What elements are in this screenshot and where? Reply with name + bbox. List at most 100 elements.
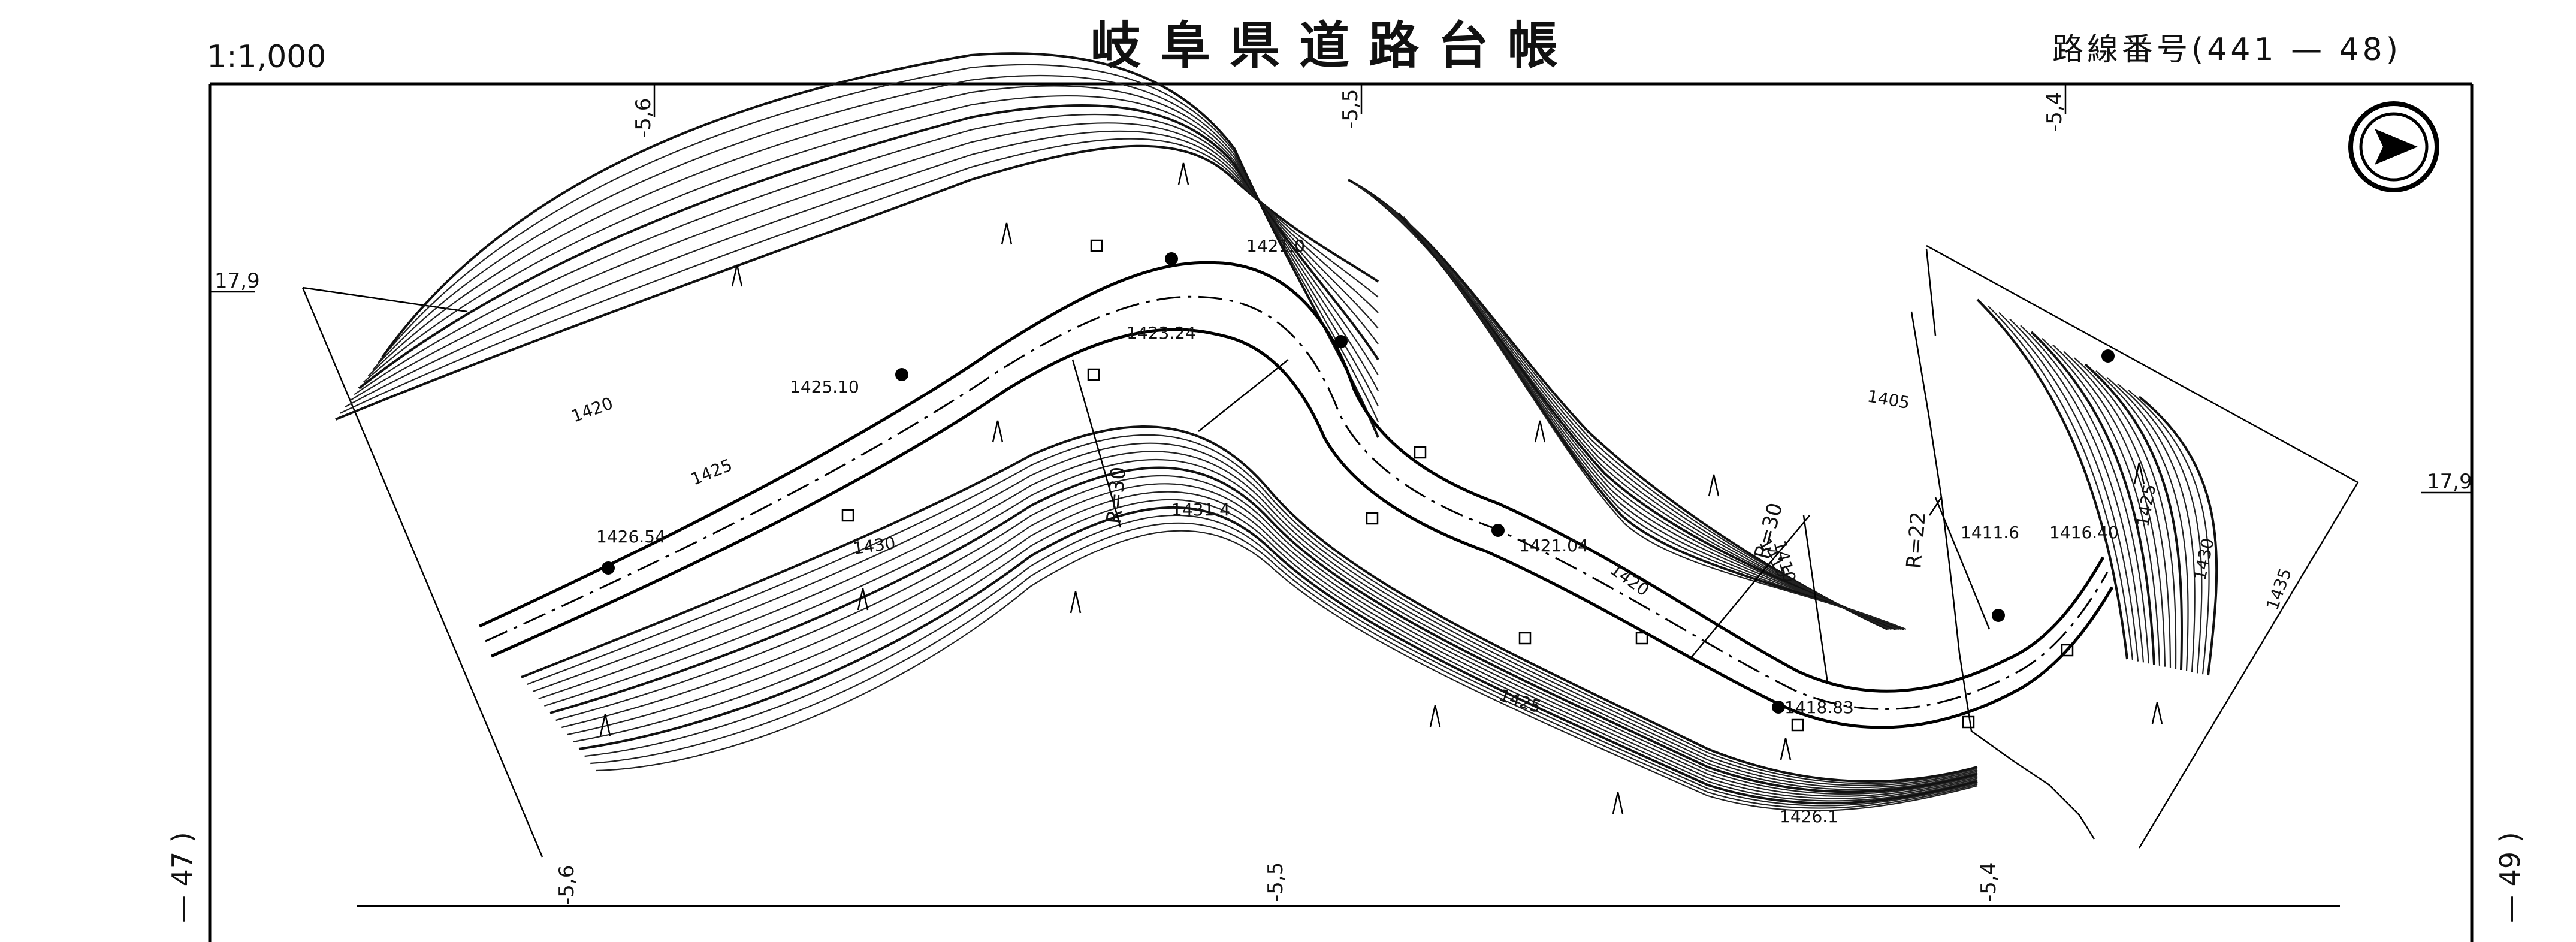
contour-line (363, 95, 1379, 383)
contour-line (2074, 357, 2177, 669)
facility-symbol (2061, 644, 2074, 657)
contour-lines (335, 52, 2218, 811)
contour-label: 1425 (688, 455, 735, 489)
contour-line (532, 442, 1978, 786)
contour-label: 1405 (1866, 386, 1911, 413)
grass-symbol (2133, 462, 2145, 485)
north-arrow-icon (2348, 101, 2439, 192)
contour-line (2117, 383, 2203, 674)
facility-symbol (1090, 239, 1103, 252)
grass-symbol (992, 420, 1004, 443)
contour-line (527, 434, 1978, 784)
contour-label: 1435 (2263, 566, 2296, 612)
grass-symbol (731, 264, 743, 287)
contour-label: 1420 (1606, 560, 1653, 600)
contour-line (1976, 298, 2128, 660)
contour-line (555, 475, 1978, 795)
contour-line (354, 113, 1379, 395)
elevation-label: 1421.04 (1519, 536, 1589, 555)
contour-line (521, 425, 1978, 783)
contour-line (2095, 370, 2189, 671)
contour-line (2128, 390, 2210, 675)
elevation-label: 1411.6 (1961, 523, 2019, 542)
contour-line (2138, 395, 2218, 676)
contour-line (1378, 199, 1898, 630)
grass-symbol (1001, 222, 1013, 245)
contour-line (561, 483, 1978, 797)
contour-line (573, 499, 1978, 802)
contour-label: 1420 (569, 393, 615, 426)
grass-symbol (1070, 591, 1082, 614)
contour-line (2020, 325, 2150, 664)
grid-label-left: 17,9 (215, 269, 260, 293)
adjacent-sheet-left: — 47 ) (166, 832, 198, 923)
elevation-label: 1416.40 (2049, 523, 2119, 542)
contour-line (1363, 189, 1893, 630)
facility-symbol (1518, 632, 1532, 645)
contour-line (549, 466, 1978, 793)
contour-label: 1425 (2133, 482, 2160, 528)
route-number: 路線番号(441 — 48) (2052, 32, 2402, 68)
contour-line (1998, 312, 2139, 662)
contour-line (544, 458, 1978, 790)
contour-line (358, 104, 1379, 390)
contour-line (1988, 306, 2134, 660)
contour-line (2084, 363, 2184, 671)
facility-symbol (1087, 368, 1100, 381)
elevation-label: 1431.4 (1171, 500, 1230, 520)
contour-label: 1430 (851, 533, 896, 558)
contour-line (2106, 376, 2196, 672)
grid-label-bottom-1: -5,6 (555, 865, 579, 905)
contour-line (381, 52, 1379, 438)
grid-label-top-2: -5,5 (1339, 89, 1363, 129)
contour-line (345, 130, 1379, 408)
elevation-label: 1426.54 (596, 527, 666, 547)
grass-symbol (1429, 705, 1441, 727)
facility-symbol (1366, 512, 1379, 525)
contour-line (584, 514, 1978, 807)
contour-line (349, 122, 1379, 401)
grass-symbol (1177, 162, 1189, 185)
contour-line (538, 451, 1978, 789)
page-title: 岐阜県道路台帳 (1091, 16, 1577, 75)
contour-line (1397, 212, 1905, 630)
contour-line (578, 506, 1978, 805)
benchmark-points (602, 252, 2115, 714)
grid-label-right: 17,9 (2427, 470, 2472, 494)
facility-symbol (1962, 715, 1975, 729)
contour-label: 1430 (2190, 536, 2218, 582)
grid-label-top-3: -5,4 (2043, 92, 2067, 132)
contour-line (1358, 186, 1892, 630)
grass-symbol (1534, 420, 1546, 443)
elevation-label: 1421.0 (1246, 236, 1305, 256)
contour-line (340, 138, 1379, 414)
grid-label-bottom-2: -5,5 (1264, 862, 1288, 902)
grass-symbol (857, 588, 869, 611)
contour-line (2009, 318, 2145, 663)
contour-line (335, 144, 1379, 421)
stream (1910, 248, 2095, 840)
elevation-label: 1426.1 (1780, 807, 1838, 826)
elevation-label: 1418.83 (1784, 698, 1854, 717)
contour-line (2030, 331, 2155, 665)
facility-symbol (1414, 446, 1427, 459)
grid-label-top-1: -5,6 (632, 98, 656, 138)
contour-line (1372, 195, 1896, 630)
contour-line (596, 530, 1978, 811)
grid-label-bottom-3: -5,4 (1977, 862, 2001, 902)
contour-line (2052, 344, 2166, 667)
elevation-label: 1423.24 (1127, 323, 1196, 343)
contour-line (1348, 179, 1888, 630)
contour-line (1352, 182, 1890, 630)
facility-symbol (1635, 632, 1648, 645)
contour-line (2063, 351, 2172, 668)
contour-line (567, 491, 1978, 799)
contour-line (372, 74, 1379, 407)
curve-radius-label: R=22 (1902, 511, 1931, 570)
contour-line (2042, 337, 2161, 666)
elevation-label: 1425.10 (790, 377, 859, 397)
adjacent-sheet-right: — 49 ) (2494, 832, 2526, 923)
contour-line (1367, 192, 1895, 630)
contour-line (377, 64, 1379, 422)
